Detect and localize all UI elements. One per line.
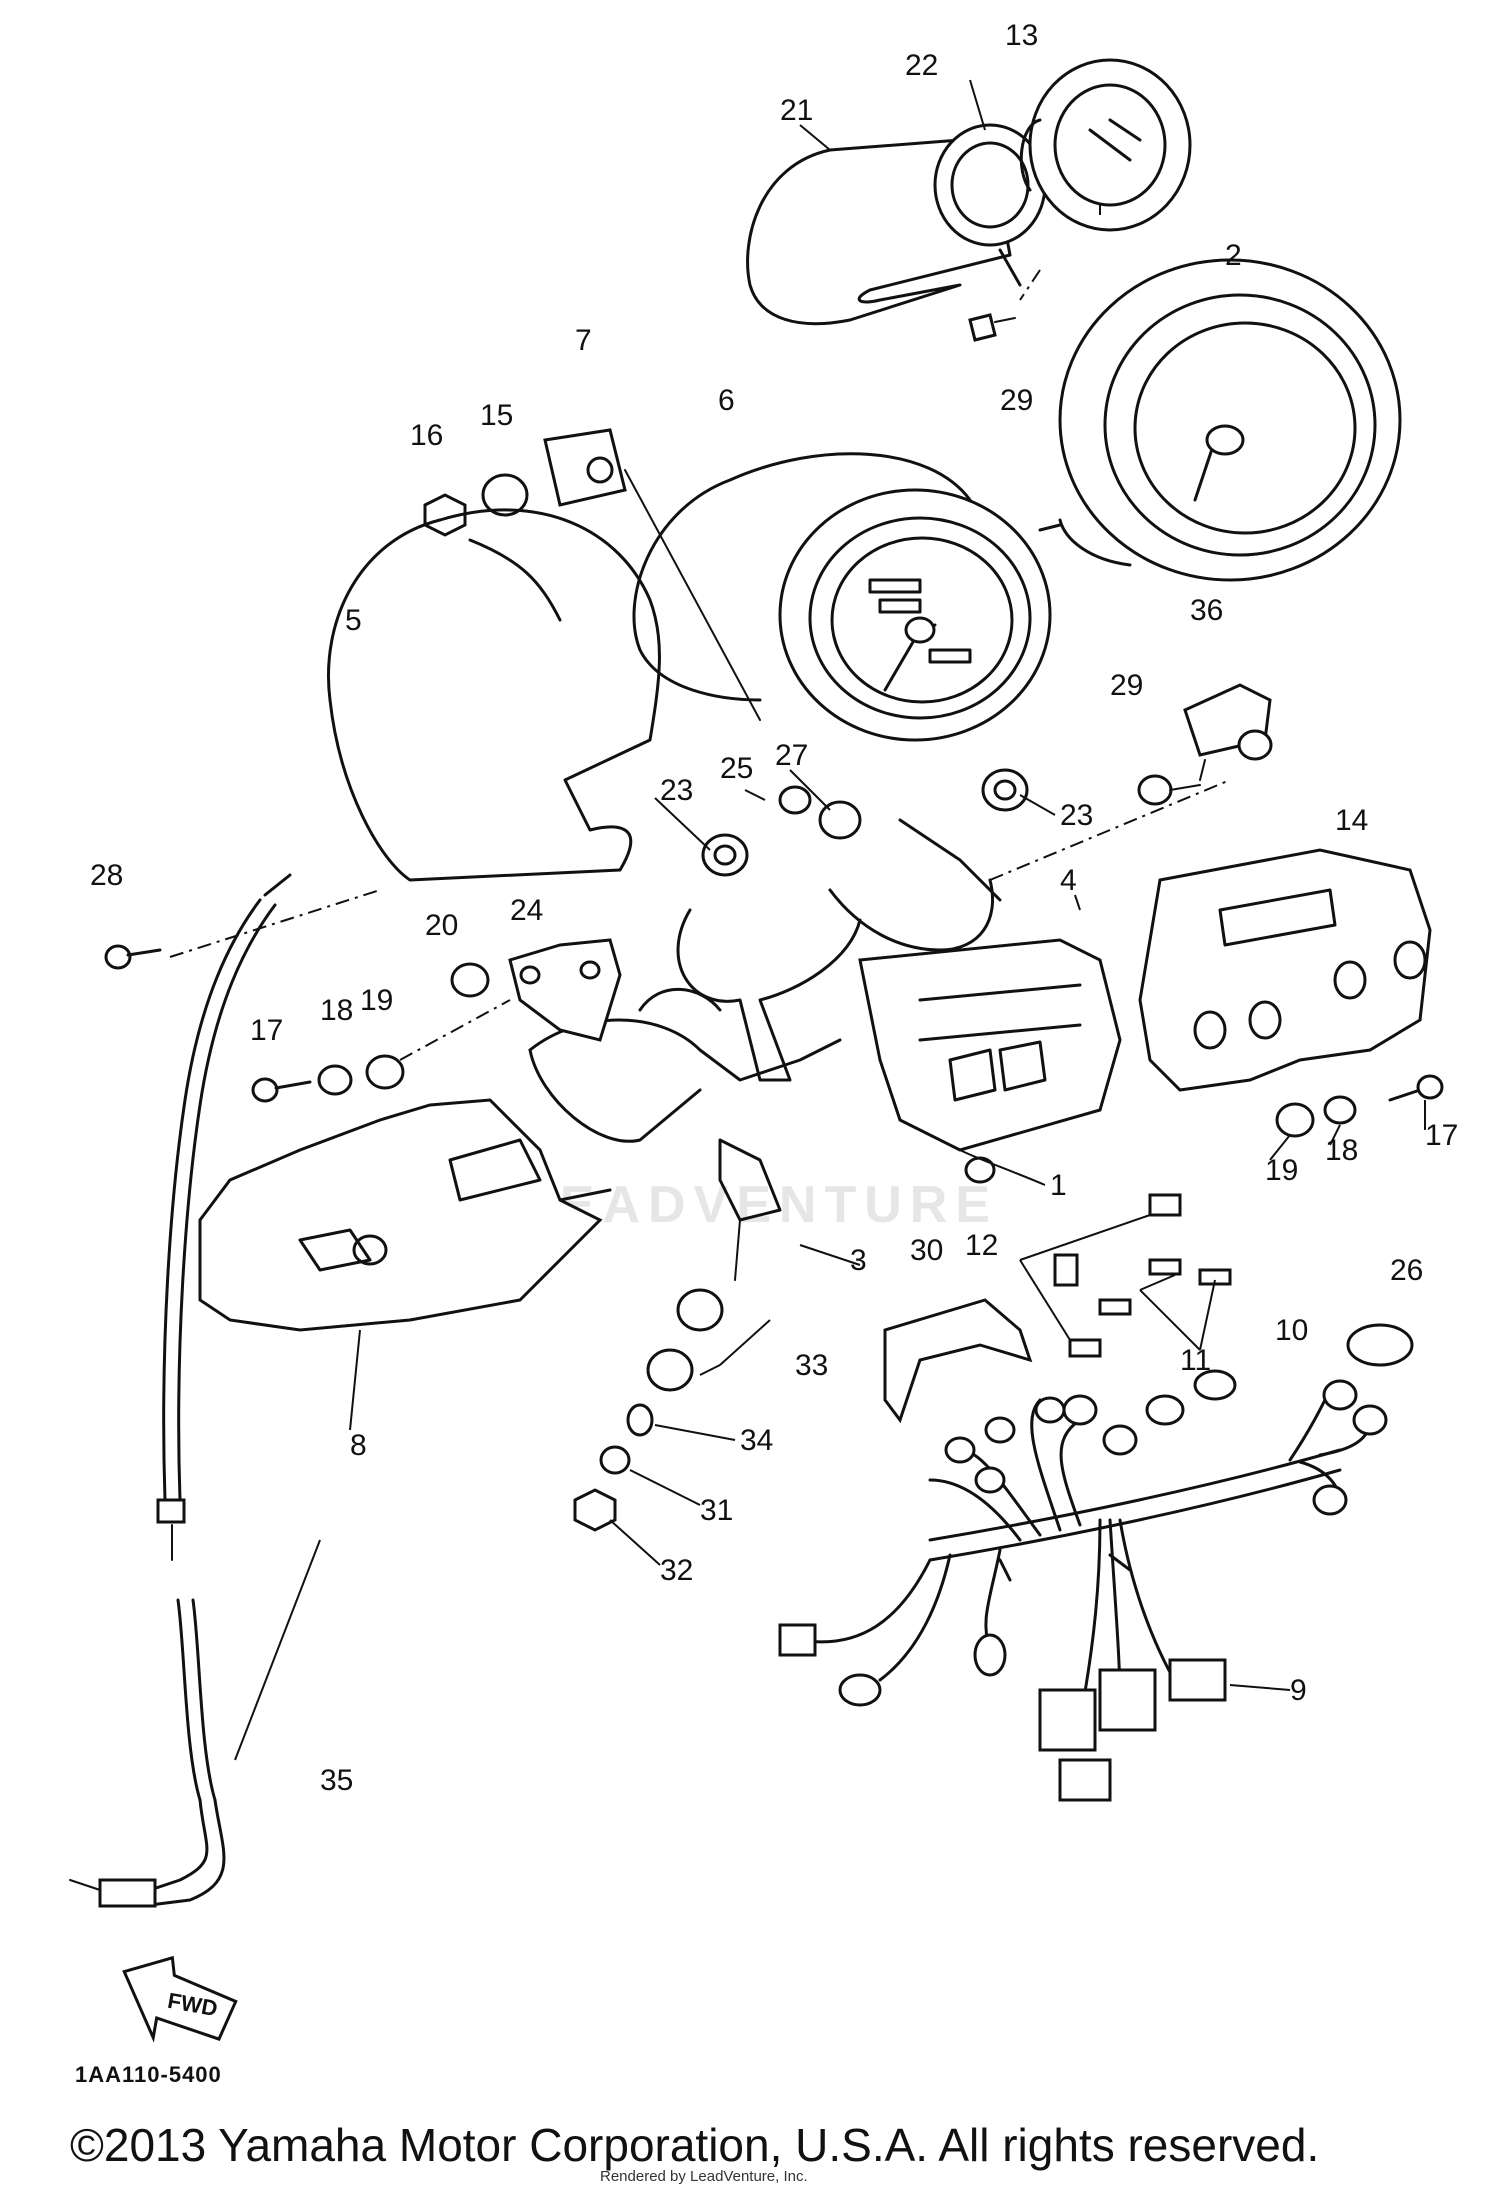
part-35-speedometer-cable	[69, 873, 292, 1908]
part-8-lower-cover	[198, 1098, 612, 1332]
part-2-speedometer	[1038, 258, 1402, 582]
callout-22: 22	[905, 49, 938, 82]
part-1-meter	[778, 488, 1052, 742]
part-24-plate	[508, 938, 622, 1042]
callout-28: 28	[90, 859, 123, 892]
part-12-bulb-sockets	[1053, 1193, 1182, 1358]
part-4-meter-bracket	[676, 818, 1122, 1184]
part-19-washer-right	[1275, 1102, 1315, 1138]
part-23-grommet-right	[981, 768, 1029, 812]
callout-23-right: 23	[1060, 799, 1093, 832]
callout-10: 10	[1275, 1314, 1308, 1347]
callout-35: 35	[320, 1764, 353, 1797]
part-29-screw-right	[1137, 774, 1201, 806]
callout-7: 7	[575, 324, 592, 357]
callout-21: 21	[780, 94, 813, 127]
part-29-screw-top	[968, 313, 1016, 342]
callout-5-left: 5	[345, 604, 362, 637]
watermark: LEADVENTURE	[520, 1176, 999, 1234]
part-23-grommet-left	[701, 833, 749, 877]
rendered-by-notice: Rendered by LeadVenture, Inc.	[600, 2168, 808, 2185]
part-11-bulbs	[1098, 1258, 1232, 1316]
callout-33: 33	[795, 1349, 828, 1382]
callout-numbers: 1 2 3 4 5 5 7 8 9 10 11 12 13 14 15 16 1…	[90, 19, 1458, 1797]
callout-8: 8	[350, 1429, 367, 1462]
callout-29-right: 29	[1110, 669, 1143, 702]
callout-11: 11	[1180, 1344, 1211, 1377]
part-10-bulb	[1193, 1369, 1237, 1401]
part-33-bulb-sockets	[646, 1288, 724, 1392]
callout-3: 3	[850, 1244, 867, 1277]
part-15-washer	[481, 473, 529, 517]
part-26-lens	[1346, 1323, 1414, 1367]
callout-18-left: 18	[320, 994, 353, 1027]
copyright-notice: ©2013 Yamaha Motor Corporation, U.S.A. A…	[70, 2119, 1320, 2171]
leader-lines	[169, 269, 1231, 1761]
callout-1: 1	[1050, 1169, 1067, 1202]
part-3-handle-bracket	[528, 987, 842, 1281]
callout-20: 20	[425, 909, 458, 942]
callout-16: 16	[410, 419, 443, 452]
callout-32: 32	[660, 1554, 693, 1587]
callout-29-top: 29	[1000, 384, 1033, 417]
part-32-nut	[573, 1488, 617, 1532]
part-7-indicator-box	[543, 428, 761, 721]
part-28-screw	[104, 944, 162, 970]
callout-15: 15	[480, 399, 513, 432]
part-17-bolt-right	[1388, 1074, 1444, 1102]
part-18-washer-left	[317, 1064, 353, 1096]
part-25-spacer	[778, 785, 812, 815]
callout-12: 12	[965, 1229, 998, 1262]
part-6-gauge-housing	[632, 452, 972, 702]
fwd-arrow-icon: FWD	[122, 1955, 238, 2043]
callout-23-left: 23	[660, 774, 693, 807]
callout-26: 26	[1390, 1254, 1423, 1287]
callout-13: 13	[1005, 19, 1038, 52]
part-34-bulb	[626, 1403, 654, 1437]
callout-14: 14	[1335, 804, 1368, 837]
part-20-nut	[450, 962, 490, 998]
part-5-front-cover	[327, 508, 661, 882]
part-18-washer-right	[1323, 1095, 1357, 1125]
callout-9: 9	[1290, 1674, 1307, 1707]
callout-24: 24	[510, 894, 543, 927]
callout-4: 4	[1060, 864, 1077, 897]
part-9-wire-harness	[778, 1379, 1388, 1802]
callout-27: 27	[775, 739, 808, 772]
callout-leaders	[349, 79, 1426, 1691]
part-31-nut	[599, 1445, 631, 1475]
part-30-bracket	[883, 1298, 1033, 1424]
part-13-tachometer	[1019, 58, 1192, 232]
callout-19-left: 19	[360, 984, 393, 1017]
callout-31: 31	[700, 1494, 733, 1527]
callout-17-left: 17	[250, 1014, 283, 1047]
callout-6: 6	[718, 384, 735, 417]
part-36-bracket	[1183, 683, 1273, 781]
callout-36: 36	[1190, 594, 1223, 627]
callout-30: 30	[910, 1234, 943, 1267]
callout-18-right: 18	[1325, 1134, 1358, 1167]
callout-2: 2	[1225, 239, 1242, 272]
callout-34: 34	[740, 1424, 773, 1457]
part-19-washer-left	[365, 1054, 405, 1090]
part-27-grommet	[818, 800, 862, 840]
part-14-panel	[1138, 848, 1432, 1092]
callout-25: 25	[720, 752, 753, 785]
part-22-gauge-ring	[933, 123, 1047, 287]
part-code: 1AA110-5400	[75, 2062, 222, 2087]
callout-17-right: 17	[1425, 1119, 1458, 1152]
part-17-bolt-left	[251, 1077, 312, 1103]
